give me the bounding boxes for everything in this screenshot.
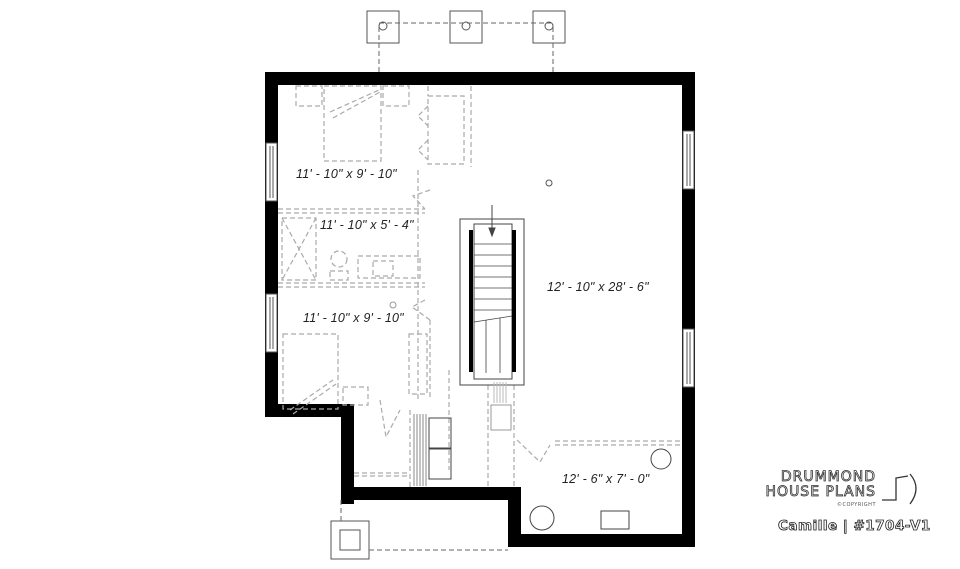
laundry-sink	[490, 382, 512, 431]
deck-outline-bottom	[340, 500, 508, 551]
room-label-utility-room: 12' - 6" x 7' - 0"	[562, 472, 650, 486]
logo-line2: HOUSE PLANS	[765, 484, 876, 501]
logo-line1: DRUMMOND	[780, 469, 876, 486]
interior-partitions	[278, 85, 680, 487]
stair-rails	[469, 230, 516, 372]
utility-fixtures	[529, 448, 672, 531]
logo-mark-icon	[882, 473, 917, 505]
room-label-family-room: 12' - 10" x 28' - 6"	[547, 280, 649, 294]
pier-footings-top	[366, 10, 566, 44]
deck-outline-top	[378, 22, 554, 72]
room-label-bedroom-1: 11' - 10" x 9' - 10"	[296, 167, 397, 181]
room-label-bedroom-2: 11' - 10" x 9' - 10"	[303, 311, 404, 325]
plan-name: Camille | #1704-V1	[778, 518, 931, 535]
floor-drain-icon	[545, 179, 553, 187]
stair-treads	[473, 243, 513, 373]
windows	[265, 130, 695, 388]
room-label-bathroom: 11' - 10" x 5' - 4"	[320, 218, 414, 232]
pier-footing-bottom	[330, 520, 370, 560]
stair-direction-arrow-icon	[488, 205, 496, 238]
drummond-logo: DRUMMOND HOUSE PLANS ©COPYRIGHT	[750, 469, 930, 530]
logo-copyright: ©COPYRIGHT	[836, 502, 876, 508]
floor-drain-icon-2	[389, 301, 397, 309]
washer-dryer	[413, 414, 452, 486]
